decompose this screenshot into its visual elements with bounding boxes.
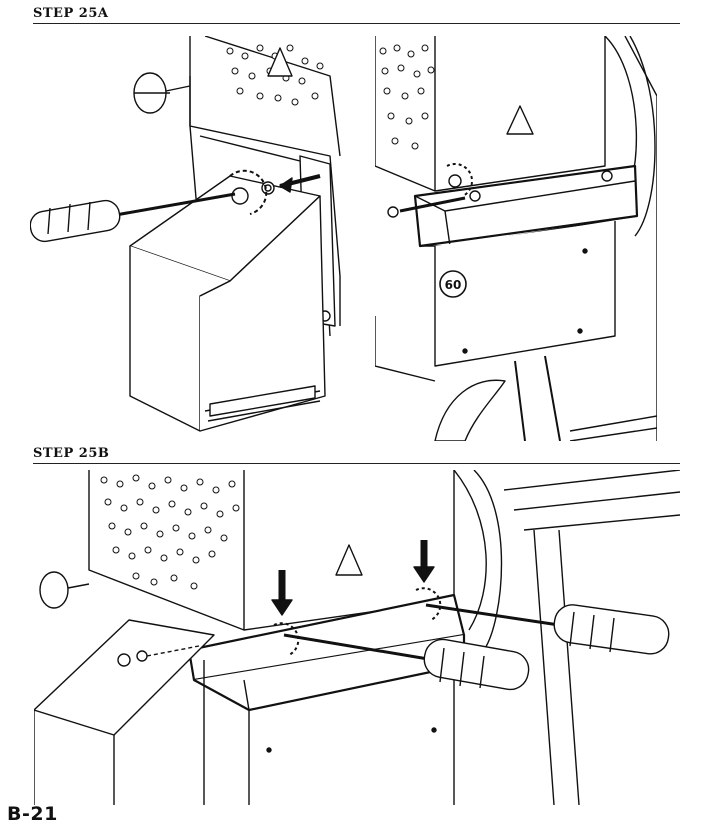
step-25a-heading: STEP 25A — [33, 6, 109, 21]
grill-front-bracket-illustration: 60 — [375, 36, 657, 441]
step-25b-heading: STEP 25B — [33, 446, 110, 461]
part-callout-number: 60 — [445, 278, 462, 292]
step-25b-divider — [33, 463, 680, 464]
grill-bracket-screw-installation-illustration — [34, 470, 680, 805]
step-25a-illustration-left — [30, 36, 350, 441]
step-25b-illustration — [34, 470, 680, 805]
page-number: B-21 — [7, 803, 58, 825]
grill-side-screw-removal-illustration — [30, 36, 341, 432]
step-25a-divider — [33, 23, 680, 24]
step-25a-illustration-right: 60 — [375, 36, 657, 441]
